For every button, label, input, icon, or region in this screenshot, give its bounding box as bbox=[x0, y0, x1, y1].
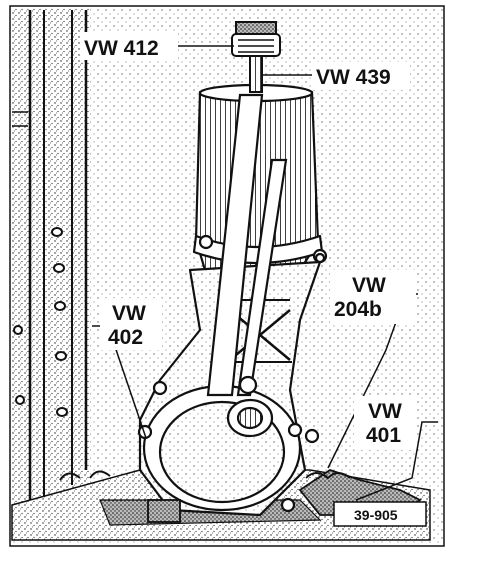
label-bg-vw439 bbox=[312, 62, 410, 90]
stand-column bbox=[12, 8, 90, 516]
label-vw204b-line2: 204b bbox=[334, 298, 382, 321]
label-vw439: VW 439 bbox=[316, 66, 391, 89]
label-bg-vw412 bbox=[80, 32, 178, 60]
label-vw402-line2: 402 bbox=[108, 326, 143, 349]
label-vw412: VW 412 bbox=[84, 37, 159, 60]
label-vw204b-line1: VW bbox=[352, 274, 386, 297]
figure-ref-number: 39-905 bbox=[354, 507, 398, 523]
label-bg-vw402 bbox=[100, 298, 162, 350]
label-vw401-line1: VW bbox=[368, 400, 402, 423]
figure-ref-box bbox=[333, 501, 427, 527]
bearing-puller bbox=[231, 21, 281, 93]
label-bg-vw401 bbox=[354, 396, 416, 450]
support-arm bbox=[206, 93, 288, 397]
label-bg-vw204b bbox=[330, 270, 416, 324]
label-vw401-line2: 401 bbox=[366, 424, 401, 447]
label-vw402-line1: VW bbox=[112, 302, 146, 325]
